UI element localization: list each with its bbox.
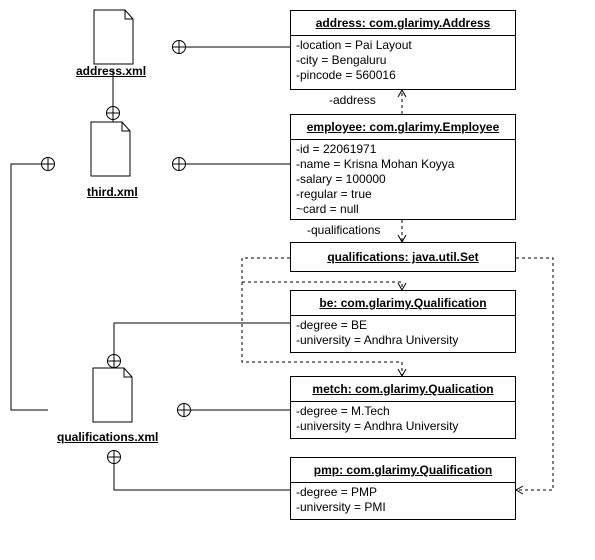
be-degree-attr: -degree = BE — [296, 318, 368, 332]
containment-circle-address-icon — [172, 40, 186, 54]
line-qualifications-xml-to-be — [113, 322, 290, 366]
line-qualifications-xml-to-pmp — [113, 452, 290, 491]
employee-id-attr: -id = 22061971 — [296, 142, 377, 156]
containment-circle-employee-icon — [172, 157, 186, 171]
be-university-attr: -university = Andhra University — [296, 333, 459, 347]
third-xml-label: third.xml — [87, 185, 138, 199]
metch-university-attr: -university = Andhra University — [296, 419, 459, 433]
pmp-degree-attr: -degree = PMP — [296, 485, 378, 499]
pmp-object: pmp: com.glarimy.Qualification -degree =… — [290, 457, 516, 520]
containment-circle-third-icon — [106, 106, 120, 120]
containment-circle-pmp-icon — [107, 450, 121, 464]
address-xml-file-icon — [93, 9, 134, 65]
address-object: address: com.glarimy.Address -location =… — [290, 10, 516, 90]
third-xml-file-icon — [90, 121, 131, 177]
line-third-xml-to-qualifications-xml — [10, 163, 48, 411]
address-pincode-attr: -pincode = 560016 — [296, 68, 396, 82]
metch-object-title: metch: com.glarimy.Qualication — [291, 377, 515, 402]
containment-circle-qualifications-file-icon — [41, 157, 55, 171]
metch-degree-attr: -degree = M.Tech — [296, 404, 390, 418]
address-xml-label: address.xml — [76, 64, 147, 78]
edge-label-qualifications: -qualifications — [307, 223, 381, 237]
qualifications-set-title: qualifications: java.util.Set — [327, 250, 479, 264]
dashed-set-to-metch — [241, 282, 403, 376]
containment-circle-metch-icon — [177, 403, 191, 417]
qualifications-set-object: qualifications: java.util.Set — [290, 242, 516, 272]
employee-name-attr: -name = Krisna Mohan Koyya — [296, 157, 455, 171]
address-object-title: address: com.glarimy.Address — [291, 11, 515, 36]
employee-object-title: employee: com.glarimy.Employee — [291, 115, 515, 140]
address-location-attr: -location = Pai Layout — [296, 38, 412, 52]
employee-regular-attr: -regular = true — [296, 187, 372, 201]
dashed-set-to-pmp — [516, 257, 554, 491]
employee-card-attr: ~card = null — [296, 202, 359, 216]
address-city-attr: -city = Bengaluru — [296, 53, 387, 67]
qualifications-xml-file-icon — [92, 367, 133, 423]
be-object-title: be: com.glarimy.Qualification — [291, 291, 515, 316]
be-object: be: com.glarimy.Qualification -degree = … — [290, 290, 516, 353]
containment-circle-be-icon — [107, 354, 121, 368]
employee-salary-attr: -salary = 100000 — [296, 172, 386, 186]
metch-object: metch: com.glarimy.Qualication -degree =… — [290, 376, 516, 439]
employee-object: employee: com.glarimy.Employee -id = 220… — [290, 114, 516, 220]
edge-label-address: -address — [329, 93, 376, 107]
pmp-university-attr: -university = PMI — [296, 500, 386, 514]
pmp-object-title: pmp: com.glarimy.Qualification — [291, 458, 515, 483]
qualifications-xml-label: qualifications.xml — [57, 430, 159, 444]
